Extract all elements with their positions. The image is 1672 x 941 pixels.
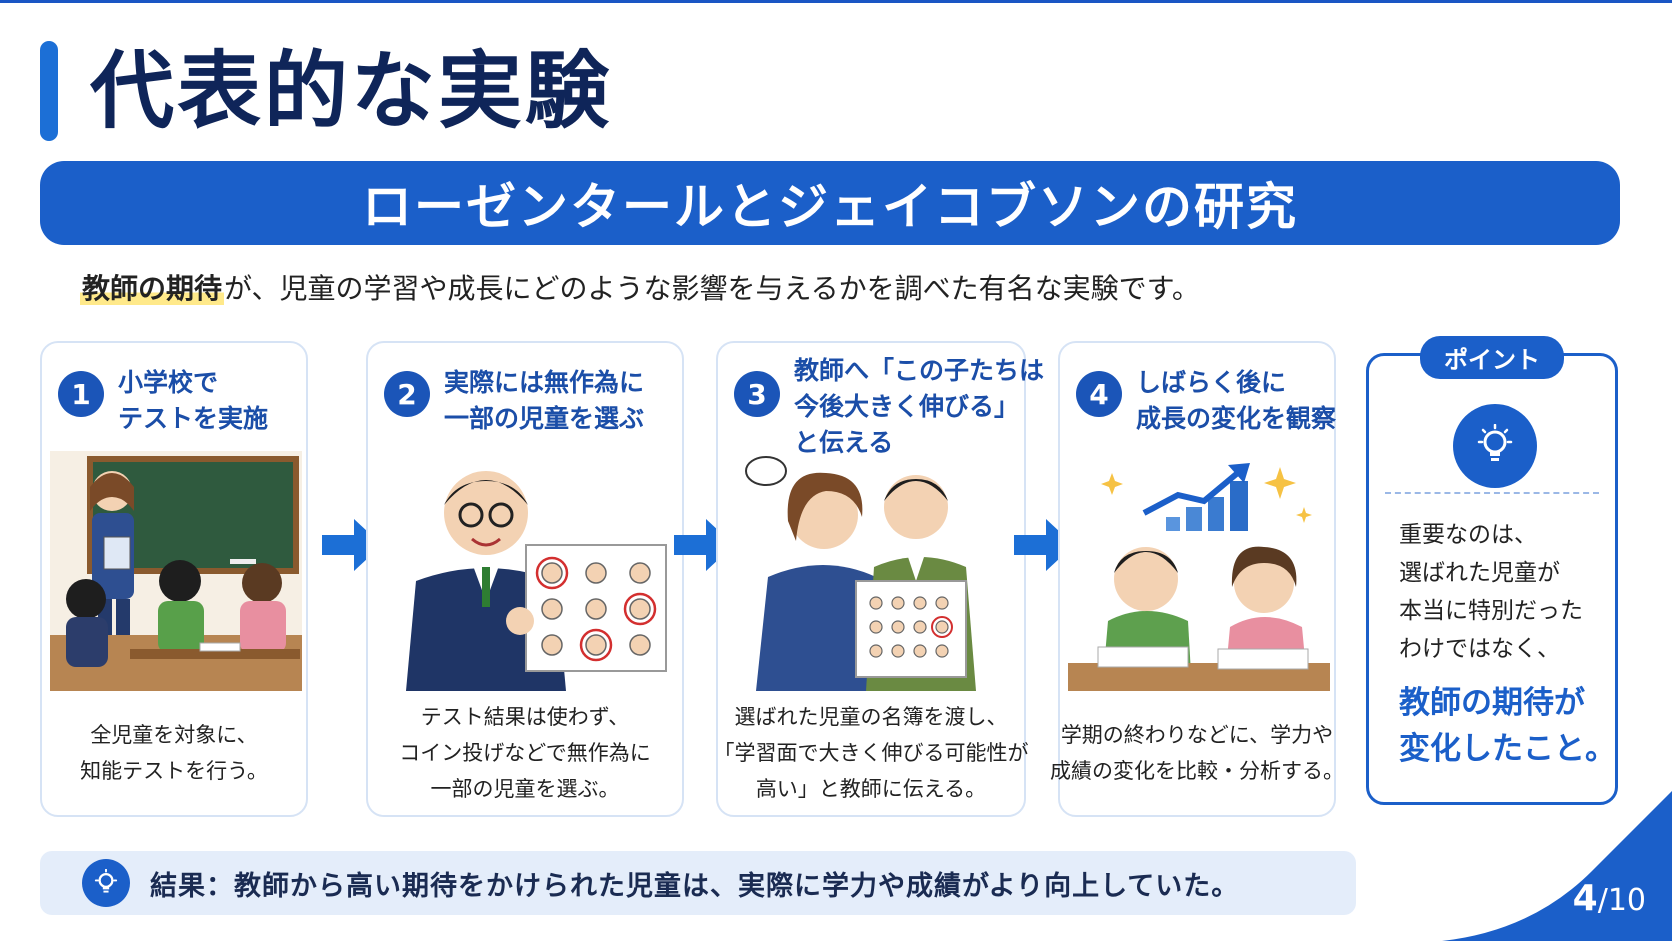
step-number: 3 [734,371,780,417]
point-body: 重要なのは、 選ばれた児童が 本当に特別だった わけではなく、 教師の期待が 変… [1399,516,1616,772]
classroom-test-illustration [50,451,302,691]
lightbulb-icon [1453,404,1537,488]
step-title-line: 教師へ「この子たちは [794,356,1045,385]
page-number: 4/10 [1573,878,1646,919]
random-selection-illustration [376,451,674,691]
step-desc-line: テスト結果は使わず、 [420,705,630,729]
point-emphasis: 教師の期待が [1399,685,1585,721]
intro-text: 教師の期待が、児童の学習や成長にどのような影響を与えるかを調べた有名な実験です。 [80,267,1200,311]
step-description: テスト結果は使わず、 コイン投げなどで無作為に 一部の児童を選ぶ。 [376,695,674,811]
step-desc-line: 学期の終わりなどに、学力や [1060,723,1334,747]
teacher-told-illustration [726,451,1016,691]
point-line: 選ばれた児童が [1399,560,1560,586]
step-description: 選ばれた児童の名簿を渡し、 「学習面で大きく伸びる可能性が 高い」と教師に伝える… [714,695,1029,811]
lightbulb-icon [82,859,130,907]
step-desc-line: 選ばれた児童の名簿を渡し、 [734,705,1008,729]
step-title-line: しばらく後に [1136,368,1287,397]
step-title-line: 小学校で [118,368,219,397]
step-title-line: と伝える [794,428,894,457]
subtitle-banner: ローゼンタールとジェイコブソンの研究 [40,161,1620,245]
step-desc-line: コイン投げなどで無作為に [399,741,651,765]
point-badge: ポイント [1420,336,1564,379]
step-title-line: テストを実施 [118,404,269,433]
step-title: しばらく後に 成長の変化を観察 [1136,365,1336,437]
step-description: 学期の終わりなどに、学力や 成績の変化を比較・分析する。 [1050,695,1344,811]
page-separator: / [1597,883,1608,918]
step-number: 1 [58,371,104,417]
intro-rest: が、児童の学習や成長にどのような影響を与えるかを調べた有名な実験です。 [224,272,1200,305]
step-card-3: 3 教師へ「この子たちは 今後大きく伸びる」 と伝える [714,341,1044,817]
point-line: 本当に特別だった [1399,598,1583,624]
step-title: 小学校で テストを実施 [118,365,268,437]
step-title-line: 一部の児童を選ぶ [444,404,645,433]
step-card-2: 2 実際には無作為に 一部の児童を選ぶ [366,341,684,817]
step-header: 3 教師へ「この子たちは 今後大きく伸びる」 と伝える [734,353,1044,461]
result-text: 結果：教師から高い期待をかけられた児童は、実際に学力や成績がより向上していた。 [150,870,1240,902]
step-header: 2 実際には無作為に 一部の児童を選ぶ [384,365,644,437]
step-card-1: 1 小学校で テストを実施 [40,341,308,817]
divider [1385,492,1599,494]
step-header: 4 しばらく後に 成長の変化を観察 [1076,365,1336,437]
step-desc-line: 知能テストを行う。 [80,759,268,783]
intro-highlight: 教師の期待 [80,272,225,305]
step-title-line: 実際には無作為に [444,368,645,397]
page-total: 10 [1607,883,1646,918]
step-title-line: 成長の変化を観察 [1136,404,1337,433]
step-title: 実際には無作為に 一部の児童を選ぶ [444,365,644,437]
step-card-4: 4 しばらく後に 成長の変化を観察 [1050,341,1344,817]
page-current: 4 [1572,878,1598,919]
step-desc-line: 一部の児童を選ぶ。 [430,777,620,801]
step-header: 1 小学校で テストを実施 [58,365,268,437]
step-description: 全児童を対象に、 知能テストを行う。 [50,695,298,811]
title-accent-bar [40,41,58,141]
growth-observation-illustration [1068,451,1330,691]
corner-decoration [1442,791,1672,941]
result-bar: 結果：教師から高い期待をかけられた児童は、実際に学力や成績がより向上していた。 [40,851,1356,915]
banner-title: ローゼンタールとジェイコブソンの研究 [362,178,1298,236]
step-desc-line: 全児童を対象に、 [90,723,258,747]
step-title-line: 今後大きく伸びる」 [794,392,1020,421]
point-line: わけではなく、 [1399,636,1560,662]
step-desc-line: 「学習面で大きく伸びる可能性が [713,741,1029,765]
point-box: ポイント 重要なのは、 選ばれた児童が 本当に特別だった わけではなく、 教師の… [1366,336,1618,805]
point-line: 重要なのは、 [1399,522,1537,548]
step-title: 教師へ「この子たちは 今後大きく伸びる」 と伝える [794,353,1044,461]
step-desc-line: 高い」と教師に伝える。 [755,777,987,801]
step-number: 2 [384,371,430,417]
step-desc-line: 成績の変化を比較・分析する。 [1050,759,1344,783]
point-emphasis: 変化したこと。 [1399,731,1616,767]
page-title: 代表的な実験 [90,42,613,140]
step-number: 4 [1076,371,1122,417]
